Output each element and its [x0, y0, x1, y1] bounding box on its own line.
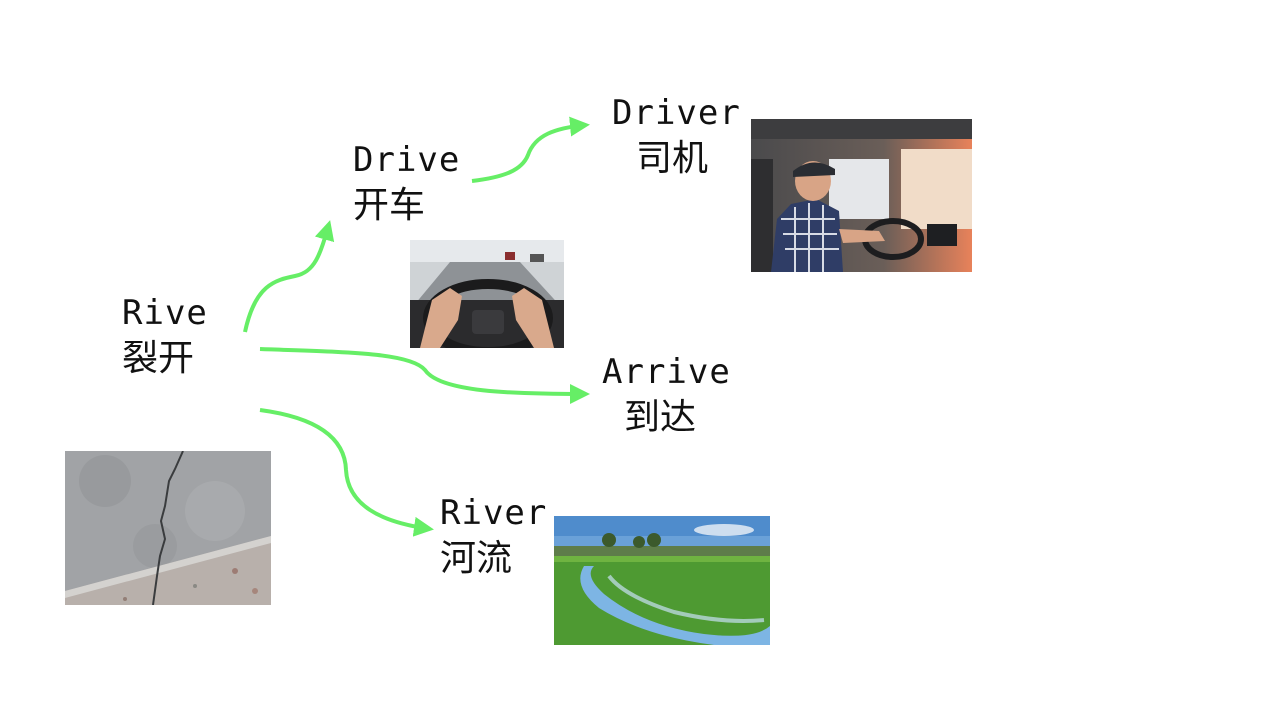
word-river-english: River: [440, 493, 548, 533]
steering-wheel-image: [410, 240, 564, 348]
word-arrive: Arrive 到达: [602, 349, 731, 441]
word-rive-chinese: 裂开: [122, 338, 195, 379]
arrow-drive-to-driver: [471, 116, 590, 183]
arrow-rive-to-arrive: [259, 347, 590, 404]
word-river: River 河流: [440, 490, 547, 582]
word-river-chinese: 河流: [440, 538, 513, 579]
river-landscape-image: [554, 516, 770, 645]
word-driver: Driver 司机: [612, 90, 741, 182]
word-rive-english: Rive: [122, 293, 208, 333]
word-rive: Rive 裂开: [122, 290, 208, 382]
word-drive-chinese: 开车: [353, 185, 426, 226]
truck-driver-image: [751, 119, 972, 272]
word-arrive-chinese: 到达: [624, 397, 697, 438]
word-drive-english: Drive: [353, 140, 461, 180]
cracked-pavement-image: [65, 451, 271, 605]
word-arrive-english: Arrive: [602, 352, 731, 392]
arrow-rive-to-river: [259, 408, 434, 537]
arrow-rive-to-drive: [243, 220, 335, 333]
word-driver-chinese: 司机: [636, 138, 709, 179]
word-driver-english: Driver: [612, 93, 741, 133]
word-drive: Drive 开车: [353, 137, 460, 229]
